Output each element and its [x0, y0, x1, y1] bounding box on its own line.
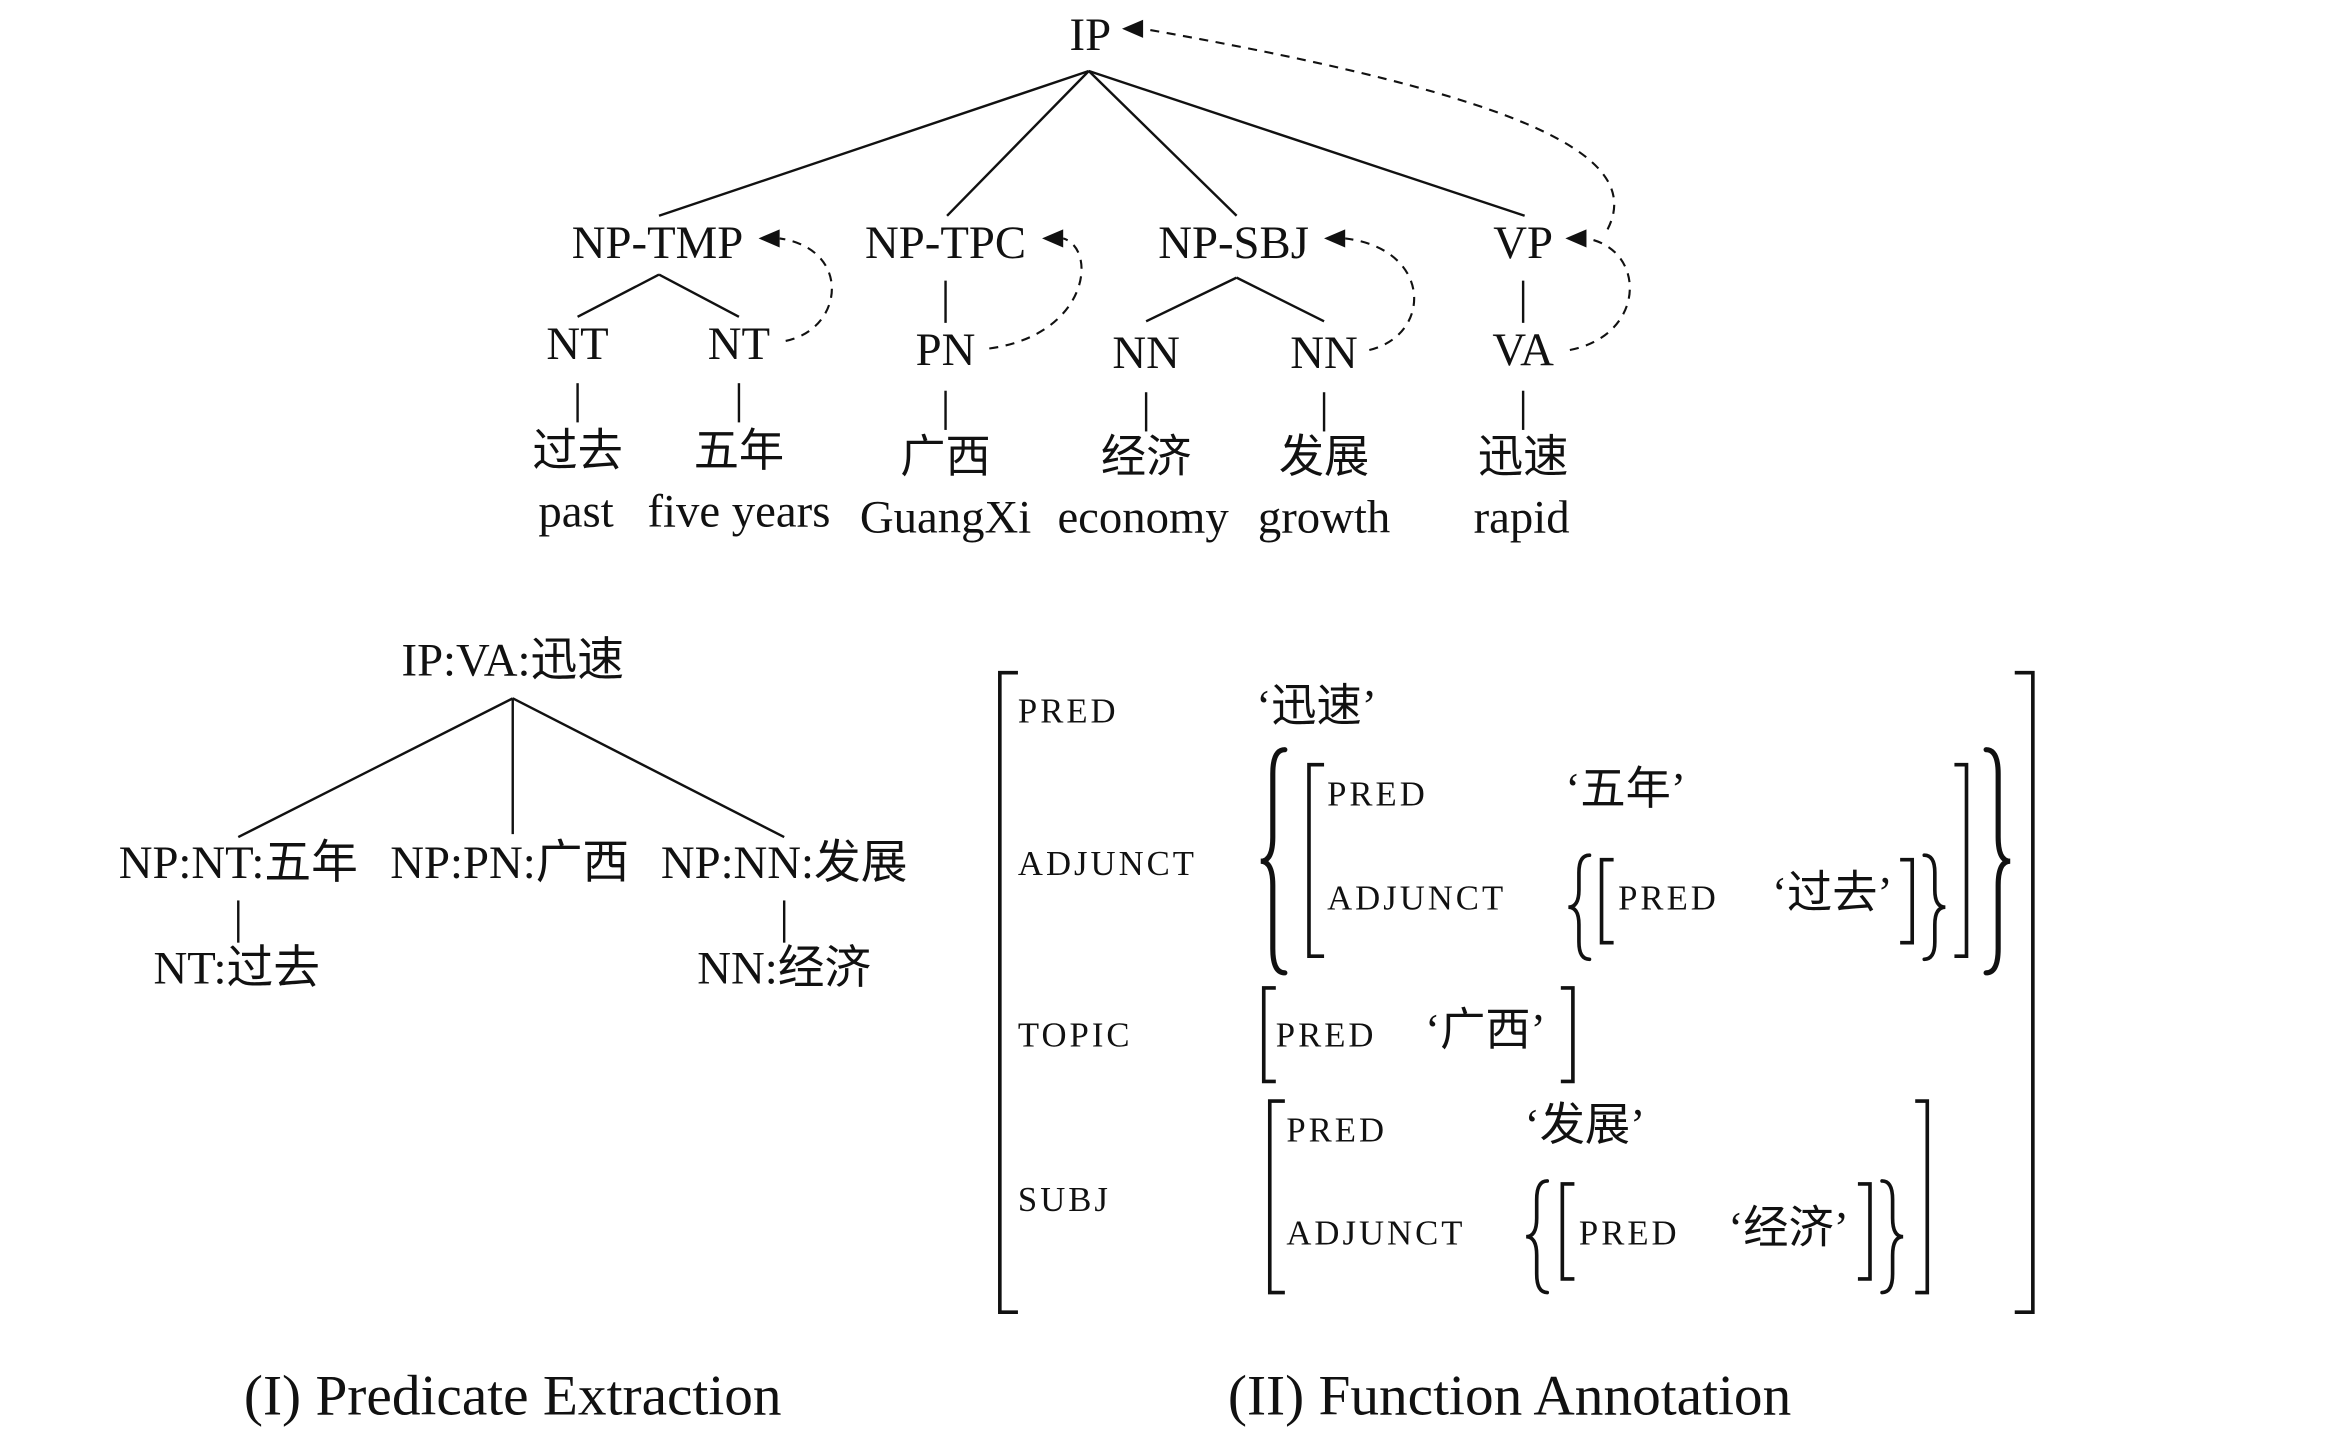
predicate-grandchild-label: NT:过去: [154, 942, 320, 994]
pos-tag-label: NT: [546, 318, 608, 370]
predicate-root-label: IP:VA:迅速: [402, 635, 624, 687]
set-left-brace: [1260, 747, 1288, 976]
syntax-tree: IP NP-TMP NP-TPC NP-SBJ VP NT NT PN NN N…: [532, 9, 1631, 543]
phrase-label: NP-TMP: [572, 217, 743, 269]
set-right-brace: [1880, 1179, 1904, 1295]
tree-edge: [512, 697, 785, 839]
word-token: 迅速: [1478, 432, 1568, 482]
word-gloss: past: [538, 485, 613, 537]
function-annotation-avm: PRED ‘迅速’ ADJUNCT PRED ‘五年’ ADJUNCT PRED…: [998, 670, 2035, 1314]
avm-attribute: PRED: [1276, 1016, 1377, 1055]
outer-right-bracket: [2014, 670, 2035, 1314]
arrowhead-icon: [1121, 19, 1144, 38]
pos-tag-label: NN: [1112, 327, 1180, 379]
dashed-head-arrow: [989, 237, 1083, 350]
dashed-head-arrow: [1345, 237, 1416, 352]
inner-right-bracket: [1954, 762, 1969, 959]
avm-attribute: ADJUNCT: [1286, 1213, 1465, 1252]
word-gloss: growth: [1258, 491, 1390, 543]
dashed-head-arrow: [1569, 237, 1631, 352]
set-left-brace: [1525, 1179, 1550, 1295]
tree-edge: [658, 69, 1090, 217]
pos-tag-label: NT: [708, 318, 770, 370]
avm-attribute: ADJUNCT: [1018, 844, 1197, 883]
arrowhead-icon: [1565, 229, 1587, 248]
dashed-head-arrow: [1142, 27, 1616, 230]
word-gloss: rapid: [1474, 491, 1570, 543]
head-percolation-arrows: [758, 19, 1631, 352]
avm-value: ‘迅速’: [1256, 681, 1377, 731]
caption-function-annotation: (II) Function Annotation: [1228, 1365, 1791, 1428]
inner-right-bracket: [1560, 986, 1575, 1084]
pos-tag-label: VA: [1492, 324, 1554, 376]
avm-attribute: TOPIC: [1018, 1016, 1133, 1055]
avm-attribute: PRED: [1286, 1111, 1387, 1150]
avm-attribute: PRED: [1618, 878, 1719, 917]
word-gloss: five years: [647, 485, 830, 537]
word-token: 广西: [900, 432, 990, 482]
avm-attribute: PRED: [1327, 774, 1428, 813]
word-token: 经济: [1101, 432, 1191, 482]
avm-value: ‘过去’: [1772, 868, 1893, 918]
inner-left-bracket: [1599, 857, 1614, 945]
dashed-head-arrow: [779, 237, 833, 342]
tree-edge: [658, 273, 740, 318]
outer-left-bracket: [998, 670, 1018, 1314]
arrowhead-icon: [758, 229, 780, 248]
inner-left-bracket: [1307, 762, 1325, 959]
predicate-child-label: NP:PN:广西: [390, 837, 629, 889]
inner-right-bracket: [1900, 857, 1915, 945]
tree-edge: [1236, 276, 1325, 323]
avm-value: ‘广西’: [1425, 1005, 1546, 1055]
word-token: 发展: [1279, 432, 1369, 482]
set-right-brace: [1983, 747, 2011, 976]
predicate-extraction-tree: IP:VA:迅速 NP:NT:五年 NP:PN:广西 NP:NN:发展 NT:过…: [119, 635, 908, 995]
pos-tag-label: PN: [916, 324, 976, 376]
word-token: 过去: [532, 426, 622, 476]
predicate-child-label: NP:NT:五年: [119, 837, 358, 889]
phrase-label: NP-SBJ: [1158, 217, 1309, 269]
avm-value: ‘经济’: [1728, 1203, 1849, 1253]
inner-left-bracket: [1560, 1182, 1575, 1281]
word-gloss: economy: [1057, 491, 1229, 543]
avm-attribute: PRED: [1579, 1213, 1680, 1252]
predicate-grandchild-label: NN:经济: [697, 942, 871, 994]
tree-edge: [1087, 70, 1238, 217]
tree-edge: [946, 70, 1090, 217]
predicate-child-label: NP:NN:发展: [661, 837, 908, 889]
avm-value: ‘五年’: [1565, 764, 1686, 814]
word-token: 五年: [694, 426, 784, 476]
set-left-brace: [1568, 853, 1592, 962]
tree-edge: [237, 697, 514, 839]
inner-right-bracket: [1857, 1182, 1872, 1281]
avm-attribute: ADJUNCT: [1327, 878, 1506, 917]
phrase-label: VP: [1493, 217, 1553, 269]
phrase-label: NP-TPC: [865, 217, 1026, 269]
tree-edge: [1145, 276, 1238, 323]
pos-tag-label: NN: [1290, 327, 1358, 379]
avm-attribute: SUBJ: [1018, 1180, 1111, 1219]
arrowhead-icon: [1042, 229, 1064, 248]
avm-value: ‘发展’: [1525, 1100, 1646, 1150]
set-right-brace: [1922, 853, 1946, 962]
caption-predicate-extraction: (I) Predicate Extraction: [244, 1365, 782, 1428]
tree-edges: [576, 69, 1526, 432]
tree-root-label: IP: [1070, 9, 1112, 61]
inner-left-bracket: [1267, 1099, 1285, 1295]
word-gloss: GuangXi: [860, 491, 1031, 543]
avm-attribute: PRED: [1018, 691, 1119, 730]
inner-left-bracket: [1261, 986, 1276, 1084]
inner-right-bracket: [1915, 1099, 1930, 1295]
tree-edge: [1088, 69, 1526, 217]
arrowhead-icon: [1324, 229, 1346, 248]
tree-edge: [577, 273, 660, 318]
